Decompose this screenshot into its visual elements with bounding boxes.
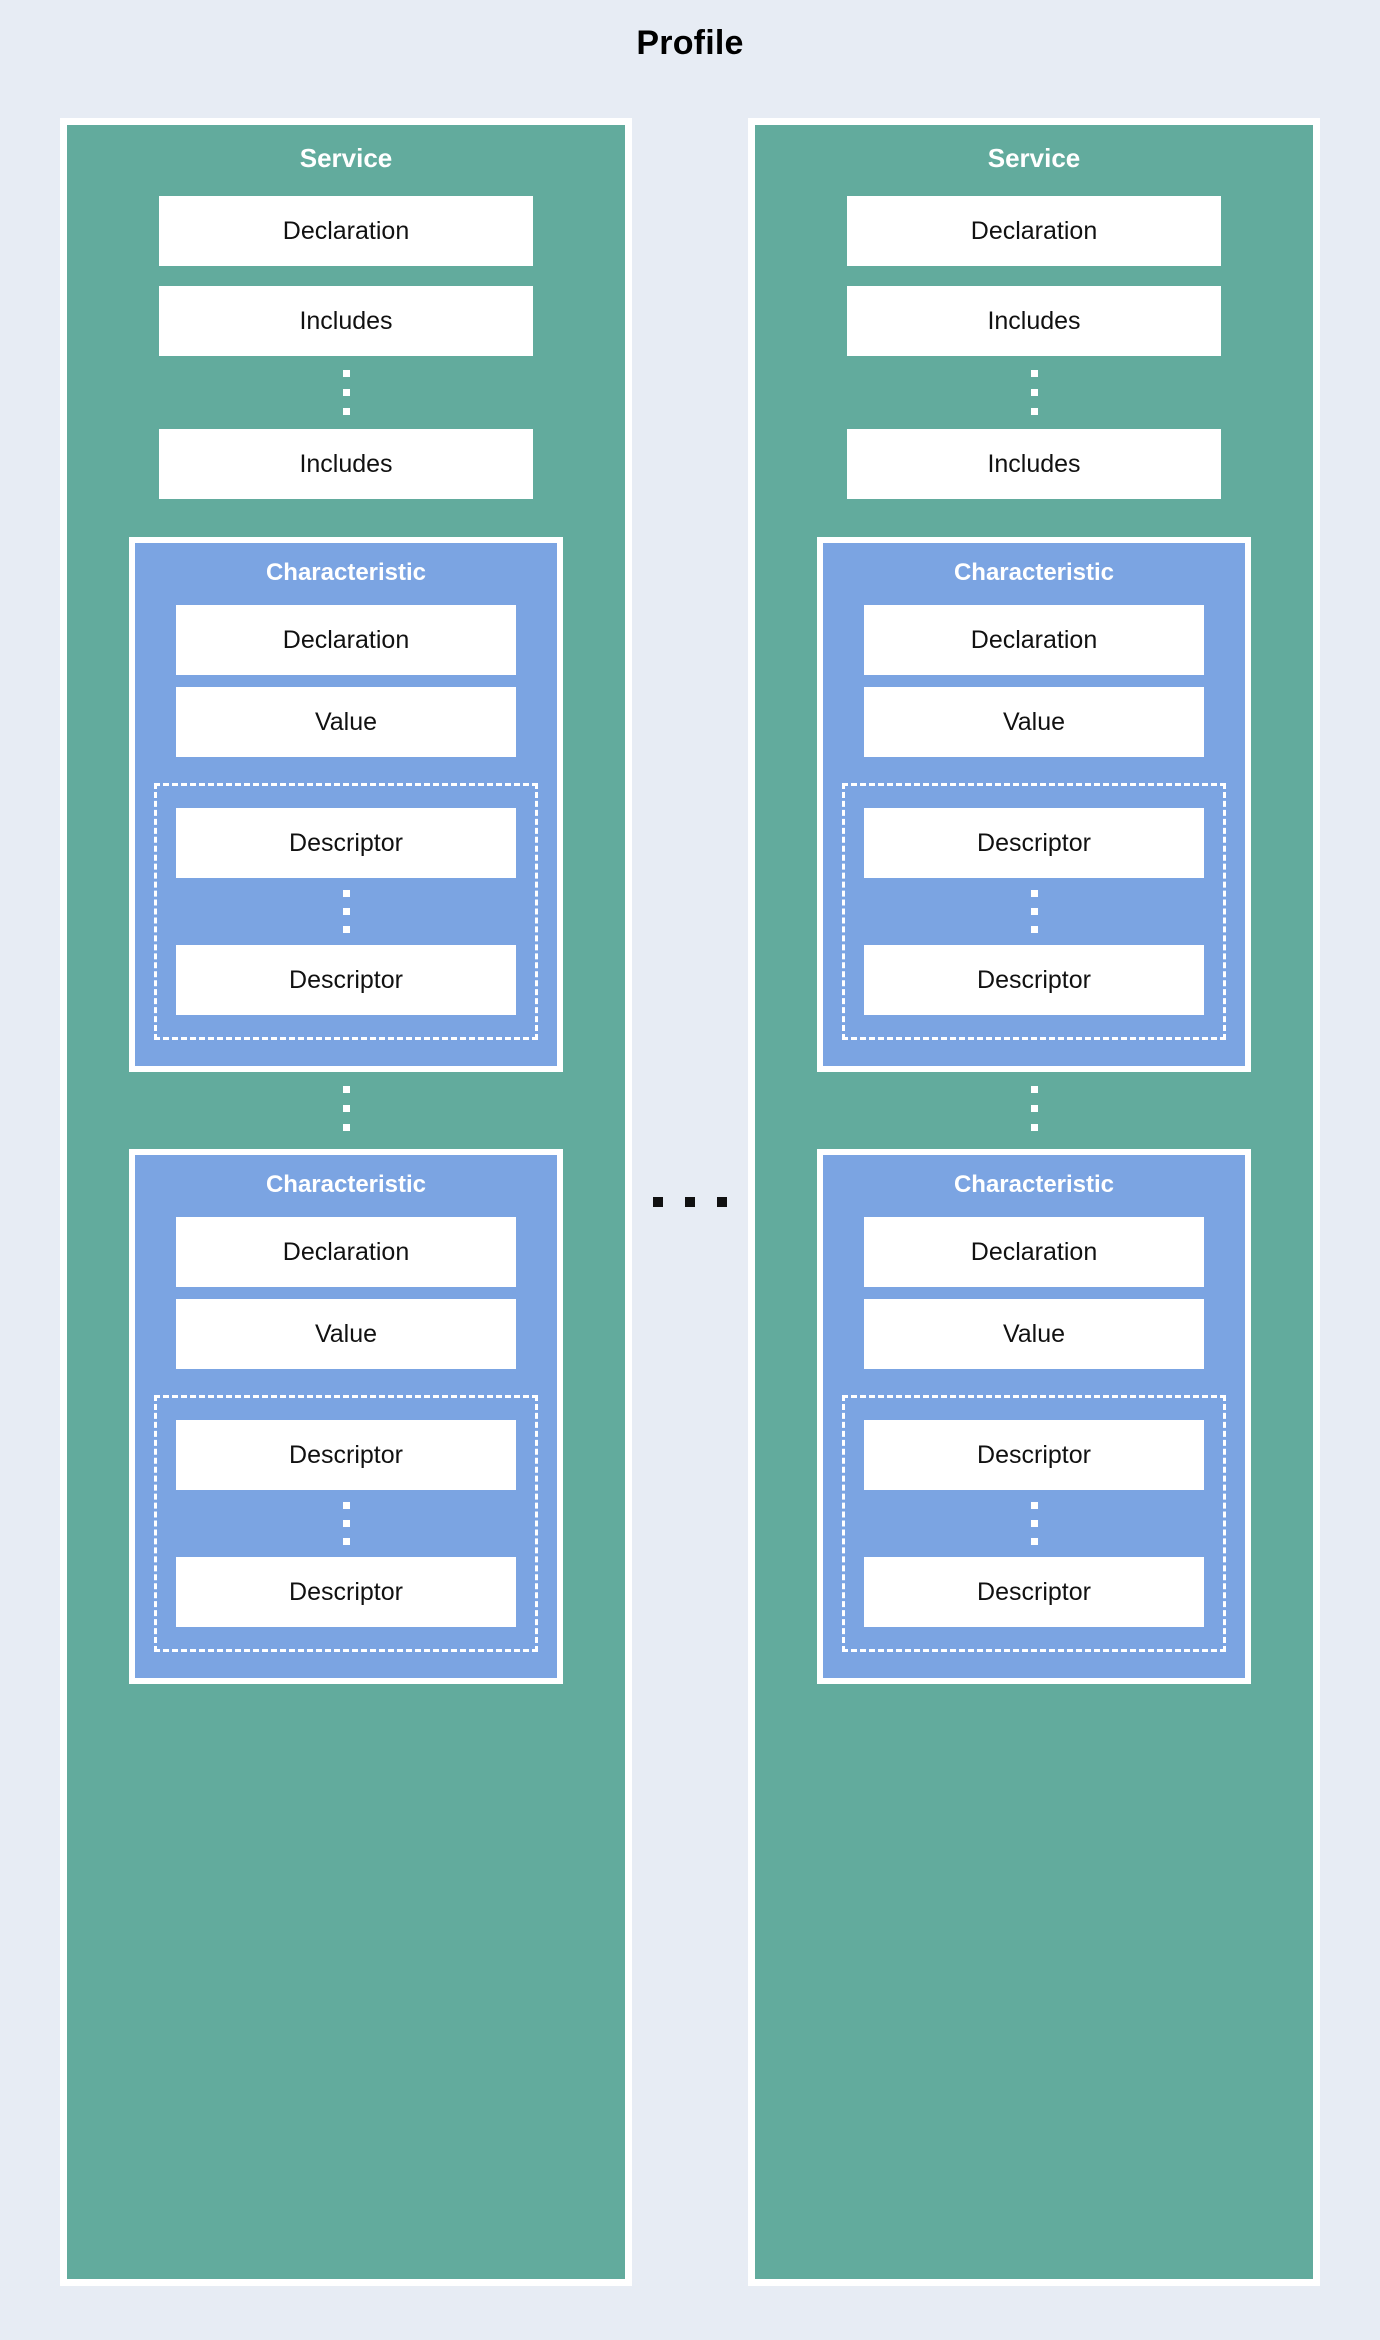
ellipsis-dot xyxy=(1030,908,1038,915)
characteristic-block[interactable]: Characteristic Declaration Value Descrip… xyxy=(129,537,563,1072)
descriptor-group: Descriptor Descriptor xyxy=(154,1395,538,1652)
ellipsis-dot xyxy=(342,1105,350,1112)
service-includes-box[interactable]: Includes xyxy=(847,286,1221,356)
ellipsis-dot xyxy=(1030,926,1038,933)
characteristic-block[interactable]: Characteristic Declaration Value Descrip… xyxy=(129,1149,563,1684)
characteristic-declaration-box[interactable]: Declaration xyxy=(864,605,1204,675)
columns-ellipsis xyxy=(643,1197,737,1207)
ellipsis-dot xyxy=(1030,1086,1038,1093)
descriptor-ellipsis xyxy=(342,1490,350,1557)
characteristic-title: Characteristic xyxy=(265,559,427,586)
service-columns: Service Declaration Includes Includes Ch… xyxy=(60,118,1320,2286)
descriptor-group: Descriptor Descriptor xyxy=(842,783,1226,1040)
characteristic-declaration-box[interactable]: Declaration xyxy=(176,1217,516,1287)
ellipsis-dot xyxy=(342,908,350,915)
service-includes-ellipsis xyxy=(1030,356,1038,429)
descriptor-ellipsis xyxy=(1030,1490,1038,1557)
characteristic-title: Characteristic xyxy=(265,1171,427,1198)
ellipsis-dot xyxy=(1030,1502,1038,1509)
descriptor-box-last[interactable]: Descriptor xyxy=(176,1557,516,1627)
characteristic-title: Characteristic xyxy=(953,559,1115,586)
ellipsis-dot xyxy=(342,1502,350,1509)
descriptor-group: Descriptor Descriptor xyxy=(154,783,538,1040)
characteristic-value-box[interactable]: Value xyxy=(176,687,516,757)
ellipsis-dot xyxy=(342,370,350,377)
ellipsis-dot xyxy=(685,1197,695,1207)
characteristic-value-box[interactable]: Value xyxy=(176,1299,516,1369)
ellipsis-dot xyxy=(1030,890,1038,897)
service-includes-ellipsis xyxy=(342,356,350,429)
service-block-right[interactable]: Service Declaration Includes Includes Ch… xyxy=(748,118,1320,2286)
service-declaration-box[interactable]: Declaration xyxy=(847,196,1221,266)
descriptor-box-last[interactable]: Descriptor xyxy=(864,1557,1204,1627)
ellipsis-dot xyxy=(342,1538,350,1545)
ellipsis-dot xyxy=(653,1197,663,1207)
ellipsis-dot xyxy=(1030,1105,1038,1112)
characteristic-declaration-box[interactable]: Declaration xyxy=(176,605,516,675)
ellipsis-dot xyxy=(1030,1520,1038,1527)
ellipsis-dot xyxy=(342,1086,350,1093)
characteristic-declaration-box[interactable]: Declaration xyxy=(864,1217,1204,1287)
service-declaration-box[interactable]: Declaration xyxy=(159,196,533,266)
descriptor-group: Descriptor Descriptor xyxy=(842,1395,1226,1652)
ellipsis-dot xyxy=(342,389,350,396)
service-title: Service xyxy=(299,143,393,173)
ellipsis-dot xyxy=(342,1520,350,1527)
service-includes-box[interactable]: Includes xyxy=(159,286,533,356)
service-title: Service xyxy=(987,143,1081,173)
service-block-left[interactable]: Service Declaration Includes Includes Ch… xyxy=(60,118,632,2286)
ellipsis-dot xyxy=(717,1197,727,1207)
descriptor-ellipsis xyxy=(342,878,350,945)
descriptor-box-last[interactable]: Descriptor xyxy=(864,945,1204,1015)
service-includes-box-last[interactable]: Includes xyxy=(159,429,533,499)
descriptor-ellipsis xyxy=(1030,878,1038,945)
descriptor-box[interactable]: Descriptor xyxy=(176,808,516,878)
ellipsis-dot xyxy=(1030,370,1038,377)
characteristic-title: Characteristic xyxy=(953,1171,1115,1198)
ellipsis-dot xyxy=(1030,389,1038,396)
ellipsis-dot xyxy=(1030,1124,1038,1131)
characteristic-value-box[interactable]: Value xyxy=(864,1299,1204,1369)
characteristic-ellipsis xyxy=(342,1072,350,1145)
ellipsis-dot xyxy=(1030,408,1038,415)
ellipsis-dot xyxy=(342,890,350,897)
service-includes-box-last[interactable]: Includes xyxy=(847,429,1221,499)
ellipsis-dot xyxy=(1030,1538,1038,1545)
characteristic-block[interactable]: Characteristic Declaration Value Descrip… xyxy=(817,537,1251,1072)
descriptor-box[interactable]: Descriptor xyxy=(864,808,1204,878)
ellipsis-dot xyxy=(342,408,350,415)
characteristic-block[interactable]: Characteristic Declaration Value Descrip… xyxy=(817,1149,1251,1684)
characteristic-value-box[interactable]: Value xyxy=(864,687,1204,757)
ellipsis-dot xyxy=(342,1124,350,1131)
descriptor-box-last[interactable]: Descriptor xyxy=(176,945,516,1015)
page-title: Profile xyxy=(636,24,744,62)
ellipsis-dot xyxy=(342,926,350,933)
characteristic-ellipsis xyxy=(1030,1072,1038,1145)
descriptor-box[interactable]: Descriptor xyxy=(176,1420,516,1490)
descriptor-box[interactable]: Descriptor xyxy=(864,1420,1204,1490)
